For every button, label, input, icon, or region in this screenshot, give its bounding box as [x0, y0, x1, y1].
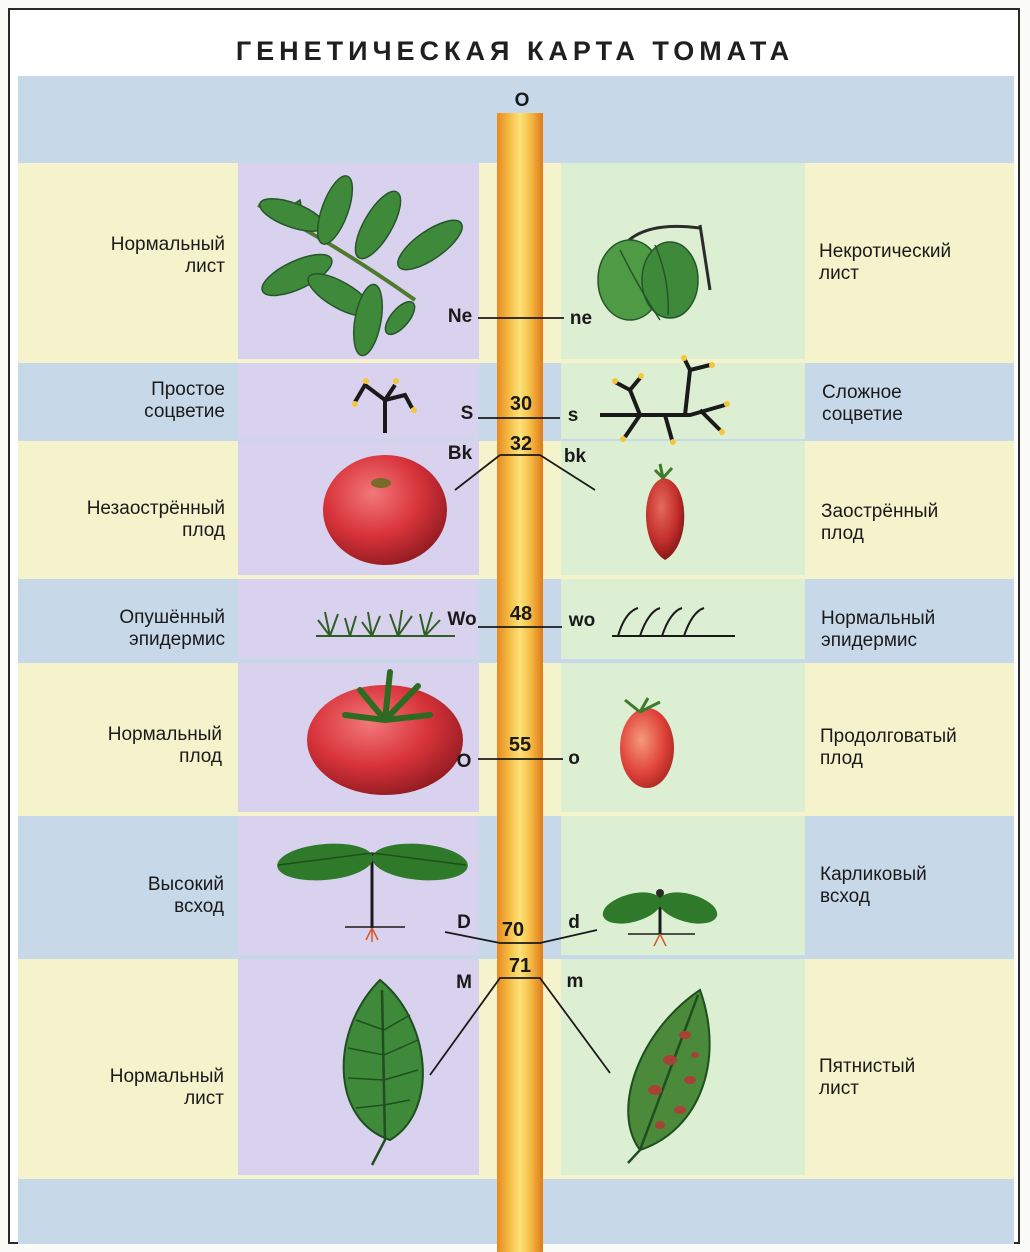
map-position-row-2: 30: [510, 393, 532, 415]
hairy-epidermis-image: [316, 610, 455, 636]
allele-left-row-2: S: [461, 403, 474, 424]
pointed-fruit-image: [646, 464, 684, 560]
origin-label: O: [515, 90, 530, 111]
allele-right-row-4: wo: [568, 610, 595, 631]
allele-right-row-1: ne: [570, 308, 592, 329]
allele-left-row-7: M: [456, 972, 472, 993]
normal-epidermis-image: [612, 608, 735, 636]
normal-leaf-image: [344, 980, 423, 1165]
map-position-row-4: 48: [510, 603, 532, 625]
allele-left-row-4: Wo: [447, 609, 476, 630]
allele-right-row-2: s: [568, 405, 579, 426]
map-position-row-7: 71: [509, 955, 531, 977]
allele-right-row-5: o: [568, 748, 580, 769]
allele-right-row-6: d: [568, 912, 580, 933]
round-fruit-image: [323, 455, 447, 565]
tall-seedling-image: [276, 840, 470, 942]
allele-right-row-3: bk: [564, 446, 587, 467]
simple-inflorescence-image: [352, 378, 417, 433]
map-position-row-5: 55: [509, 734, 531, 756]
map-position-row-6: 70: [502, 919, 524, 941]
oblong-fruit-image: [620, 698, 674, 788]
normal-compound-leaf-image: [256, 172, 469, 358]
allele-left-row-5: O: [457, 751, 472, 772]
map-position-row-3: 32: [510, 433, 532, 455]
allele-left-row-3: Bk: [448, 443, 473, 464]
allele-left-row-6: D: [457, 912, 471, 933]
allele-left-row-1: Ne: [448, 306, 472, 327]
necrotic-leaf-image: [598, 225, 710, 320]
dwarf-seedling-image: [599, 887, 720, 946]
spotted-leaf-image: [628, 990, 710, 1163]
compound-inflorescence-image: [600, 355, 730, 445]
normal-fruit-image: [307, 672, 463, 795]
allele-right-row-7: m: [567, 971, 584, 992]
